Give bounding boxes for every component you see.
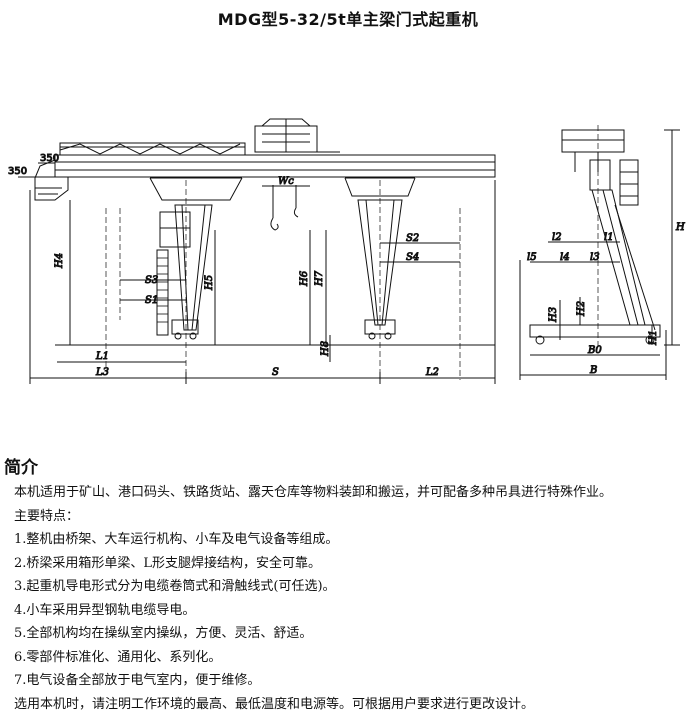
intro-line: 主要特点： [14,508,80,524]
intro-line: 选用本机时，请注明工作环境的最高、最低温度和电源等。可根据用户要求进行更改设计。 [14,696,535,712]
crane-drawing: 350 350 Wc H4 H5 H6 H7 H8 S1 S2 S3 S4 L1… [8,118,686,384]
intro-line: 4.小车采用异型钢轨电缆导电。 [14,602,196,618]
dim-h7: H7 [314,270,325,287]
ladder [156,249,169,336]
dim-side-l1: l1 [604,232,614,243]
dim-h6: H6 [299,270,310,287]
right-leg [357,199,403,326]
dim-350-lower: 350 [8,166,27,177]
side-elevation: H H1 H2 H3 l1 l2 l3 l4 l5 B0 B [519,125,686,380]
left-leg-top [149,177,243,201]
intro-line: 1.整机由桥架、大车运行机构、小车及电气设备等组成。 [14,532,339,547]
dim-s4: S4 [406,252,419,263]
dim-350-upper: 350 [40,153,59,164]
intro-body: 本机适用于矿山、港口码头、铁路货站、露天仓库等物料装卸和搬运，并可配备多种吊具进… [14,481,690,716]
dim-h4: H4 [54,253,65,269]
dim-s1: S1 [145,295,158,306]
front-elevation: 350 350 Wc H4 H5 H6 H7 H8 S1 S2 S3 S4 L1… [8,118,496,384]
intro-line: 本机适用于矿山、港口码头、铁路货站、露天仓库等物料装卸和搬运，并可配备多种吊具进… [14,485,613,500]
intro-heading: 简介 [4,458,38,478]
side-base [529,324,661,338]
side-leg [591,189,646,326]
dim-side-h2: H2 [576,301,587,317]
dim-l1: L1 [95,351,109,362]
dim-side-l5: l5 [527,252,537,263]
dim-l3: L3 [95,367,109,378]
dim-h8: H8 [320,341,331,357]
left-leg [174,204,213,331]
dim-side-b0: B0 [587,345,602,356]
dim-l2: L2 [425,367,439,378]
dim-side-l2: l2 [552,232,562,243]
dim-side-l4: l4 [560,252,570,263]
dim-wc: Wc [278,176,294,187]
walkway-railing [59,142,246,155]
intro-line: 3.起重机导电形式分为电缆卷筒式和滑触线式(可任选)。 [14,579,336,594]
dim-s3: S3 [145,275,158,286]
dim-side-h: H [675,222,685,233]
intro-line: 2.桥梁采用箱形单梁、L形支腿焊接结构，安全可靠。 [14,555,322,571]
intro-line: 7.电气设备全部放于电气室内，便于维修。 [14,673,261,688]
dim-side-b: B [589,365,597,376]
intro-line: 6.零部件标准化、通用化、系列化。 [14,649,222,665]
dim-side-h3: H3 [548,307,559,323]
dim-h5: H5 [204,275,215,291]
dim-s2: S2 [406,233,419,244]
intro-line: 5.全部机构均在操纵室内操纵，方便、灵活、舒适。 [14,626,313,641]
document-title: MDG型5-32/5t单主梁门式起重机 [217,10,479,29]
dim-side-l3: l3 [590,252,600,263]
main-girder [54,154,496,178]
dim-s: S [272,367,279,378]
side-trolley [561,129,625,153]
dim-side-h1: H1 [648,330,659,346]
